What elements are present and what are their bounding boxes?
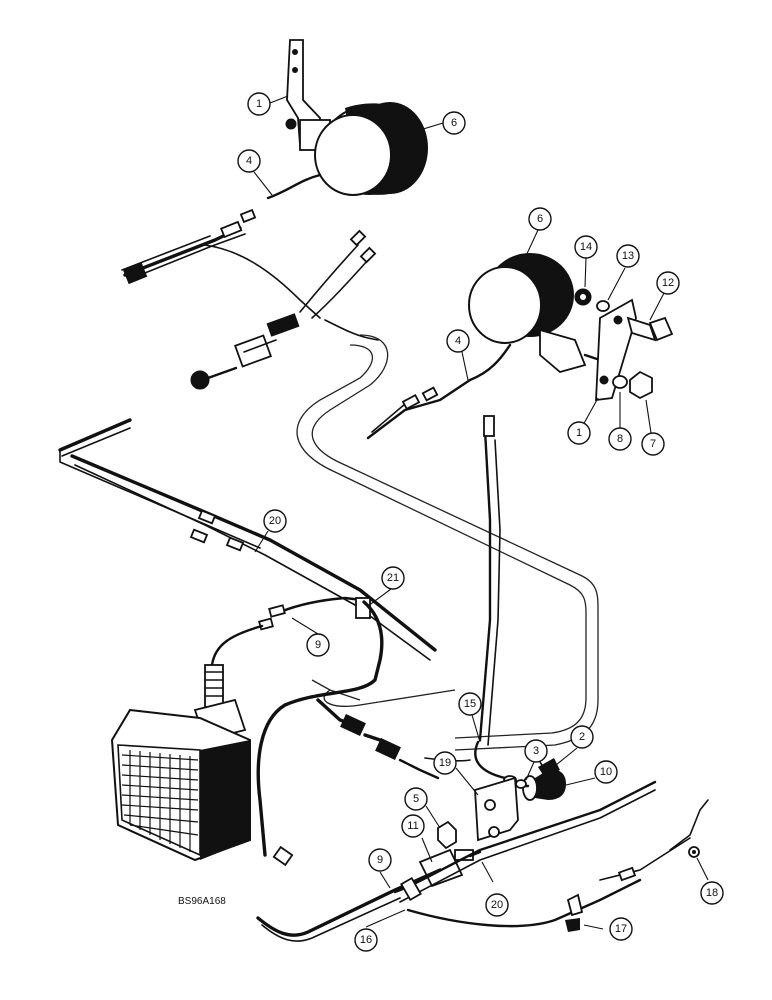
callout-label: 6	[451, 117, 457, 129]
callout-c3: 3	[524, 739, 548, 763]
callout-c10: 10	[594, 760, 618, 784]
rear-floodlight	[110, 664, 251, 862]
mid-connectors	[316, 698, 440, 780]
callout-c2: 2	[570, 725, 594, 749]
left-harness	[58, 418, 437, 867]
callout-circle	[609, 917, 633, 941]
callout-circle	[700, 881, 724, 905]
callout-c20a: 20	[263, 509, 287, 533]
callout-c7: 7	[641, 432, 665, 456]
callout-label: 3	[533, 745, 539, 757]
callout-circle	[458, 692, 482, 716]
callout-circle	[656, 271, 680, 295]
callout-circle	[354, 928, 378, 952]
callout-c11: 11	[401, 814, 425, 838]
callout-circle	[433, 751, 457, 775]
callout-circle	[594, 760, 618, 784]
callout-label: 4	[455, 335, 461, 347]
callout-leaders	[253, 95, 709, 930]
callout-c6a: 6	[442, 111, 466, 135]
callout-label: 5	[413, 793, 419, 805]
work-light-upper-left	[266, 39, 428, 200]
callout-label: 16	[360, 934, 372, 946]
callout-label: 10	[600, 766, 612, 778]
callout-c8: 8	[608, 427, 632, 451]
callout-circle	[442, 111, 466, 135]
callout-label: 20	[269, 515, 281, 527]
callout-circle	[485, 893, 509, 917]
callout-c9a: 9	[306, 633, 330, 657]
drawing-id: BS96A168	[178, 896, 226, 907]
callout-label: 9	[315, 639, 321, 651]
callout-circle	[524, 739, 548, 763]
work-light-right	[468, 253, 674, 402]
callout-circle	[446, 329, 470, 353]
callout-circle	[641, 432, 665, 456]
callout-label: 6	[537, 213, 543, 225]
callout-c12: 12	[656, 271, 680, 295]
callout-circle	[247, 92, 271, 116]
callout-label: 14	[580, 241, 592, 253]
callout-c13: 13	[616, 244, 640, 268]
callout-label: 7	[650, 438, 656, 450]
upper-harness	[121, 208, 472, 440]
callout-label: 15	[464, 698, 476, 710]
callout-c18: 18	[700, 881, 724, 905]
callout-circle	[401, 814, 425, 838]
callout-circle	[368, 848, 392, 872]
callout-circle	[381, 566, 405, 590]
callout-label: 1	[256, 98, 262, 110]
callout-c6b: 6	[528, 207, 552, 231]
callout-c21: 21	[381, 566, 405, 590]
callout-c16: 16	[354, 928, 378, 952]
callout-label: 8	[617, 433, 623, 445]
lower-harness	[256, 780, 709, 942]
callout-label: 9	[377, 854, 383, 866]
callout-c20b: 20	[485, 893, 509, 917]
switch-plate	[418, 758, 566, 888]
callout-c15: 15	[458, 692, 482, 716]
callout-circle	[616, 244, 640, 268]
callout-label: 21	[387, 572, 399, 584]
callout-circle	[570, 725, 594, 749]
callout-label: 18	[706, 887, 718, 899]
frame-tube	[296, 334, 599, 751]
callout-label: 19	[439, 757, 451, 769]
callout-c19: 19	[433, 751, 457, 775]
callout-label: 4	[246, 155, 252, 167]
callout-circle	[574, 235, 598, 259]
callout-c5: 5	[404, 787, 428, 811]
callout-c4a: 4	[237, 149, 261, 173]
callout-c9b: 9	[368, 848, 392, 872]
callout-label: 13	[622, 250, 634, 262]
callout-label: 17	[615, 923, 627, 935]
callout-circle	[263, 509, 287, 533]
callout-c17: 17	[609, 917, 633, 941]
callout-c14: 14	[574, 235, 598, 259]
callout-label: 2	[579, 731, 585, 743]
callout-label: 1	[576, 427, 582, 439]
callout-circle	[404, 787, 428, 811]
callout-label: 20	[491, 899, 503, 911]
callout-c1a: 1	[247, 92, 271, 116]
callout-c4b: 4	[446, 329, 470, 353]
callout-circle	[608, 427, 632, 451]
callout-circle	[306, 633, 330, 657]
callout-c1b: 1	[567, 421, 591, 445]
callout-circle	[567, 421, 591, 445]
callout-label: 12	[662, 277, 674, 289]
callout-label: 11	[407, 820, 418, 832]
callout-circle	[528, 207, 552, 231]
callout-circle	[237, 149, 261, 173]
center-harness	[424, 415, 517, 785]
